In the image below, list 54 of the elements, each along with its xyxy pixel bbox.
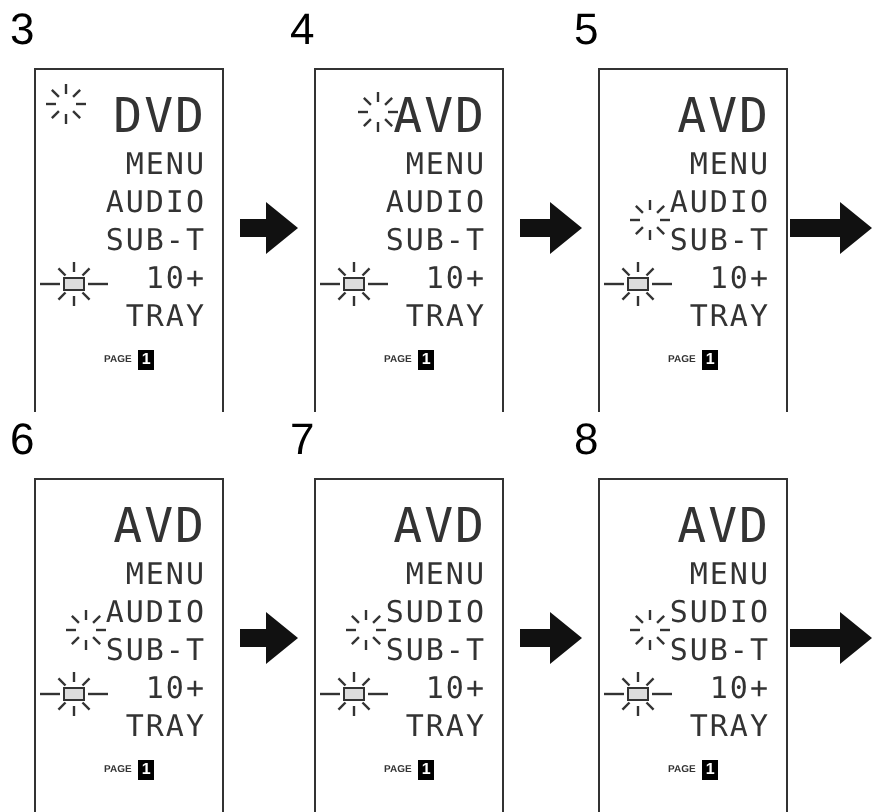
menu-item-text: MENU [405, 146, 486, 184]
menu-item-text: SUB-T [385, 632, 486, 670]
menu-item-text: MENU [405, 556, 486, 594]
menu-item-text: TRAY [689, 708, 770, 746]
menu-item-text: SUB-T [385, 222, 486, 260]
step-number: 5 [574, 8, 599, 52]
menu-item-text: AUDIO [669, 184, 770, 222]
menu-item-text: 10+ [145, 260, 206, 298]
menu-item-text: MENU [689, 556, 770, 594]
menu-item-text: SUB-T [669, 632, 770, 670]
menu-item-text: TRAY [689, 298, 770, 336]
menu-item-text: 10+ [145, 670, 206, 708]
display-mode-text: AVD [677, 86, 770, 146]
page-number: 1 [701, 760, 719, 780]
menu-item-text: 10+ [709, 670, 770, 708]
menu-item-text: SUDIO [669, 594, 770, 632]
page-number: 1 [417, 350, 435, 370]
step-number: 7 [290, 418, 315, 462]
page-number: 1 [417, 760, 435, 780]
arrow [240, 612, 298, 664]
menu-item-text: TRAY [125, 298, 206, 336]
menu-item-text: SUB-T [669, 222, 770, 260]
menu-item-text: AUDIO [105, 184, 206, 222]
menu-item-text: MENU [125, 146, 206, 184]
menu-item-text: AUDIO [105, 594, 206, 632]
page-number: 1 [137, 760, 155, 780]
display-mode-text: AVD [677, 496, 770, 556]
arrow [790, 612, 872, 664]
menu-item-text: MENU [689, 146, 770, 184]
arrow [520, 612, 582, 664]
arrow [790, 202, 872, 254]
page-number: 1 [701, 350, 719, 370]
display-mode-text: AVD [393, 496, 486, 556]
step-number: 4 [290, 8, 315, 52]
arrow [240, 202, 298, 254]
menu-item-text: MENU [125, 556, 206, 594]
step-number: 6 [10, 418, 35, 462]
display-mode-text: AVD [393, 86, 486, 146]
step-number: 3 [10, 8, 35, 52]
display-mode-text: DVD [113, 86, 206, 146]
menu-item-text: TRAY [405, 708, 486, 746]
step-number: 8 [574, 418, 599, 462]
page-number: 1 [137, 350, 155, 370]
arrow [520, 202, 582, 254]
menu-item-text: 10+ [425, 260, 486, 298]
menu-item-text: SUB-T [105, 222, 206, 260]
menu-item-text: SUB-T [105, 632, 206, 670]
menu-item-text: TRAY [125, 708, 206, 746]
menu-item-text: TRAY [405, 298, 486, 336]
menu-item-text: AUDIO [385, 184, 486, 222]
display-mode-text: AVD [113, 496, 206, 556]
menu-item-text: SUDIO [385, 594, 486, 632]
menu-item-text: 10+ [425, 670, 486, 708]
menu-item-text: 10+ [709, 260, 770, 298]
